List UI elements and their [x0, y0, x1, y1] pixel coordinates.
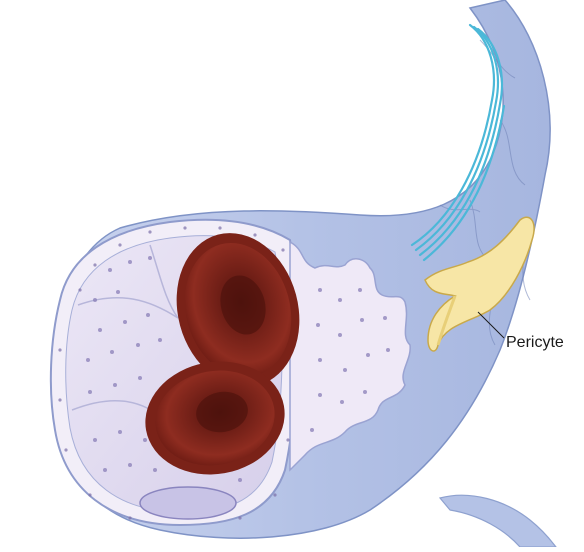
endothelial-nucleus [140, 487, 236, 519]
adjacent-vessel-fragment [440, 495, 556, 547]
pericyte-label: Pericyte [506, 334, 564, 352]
